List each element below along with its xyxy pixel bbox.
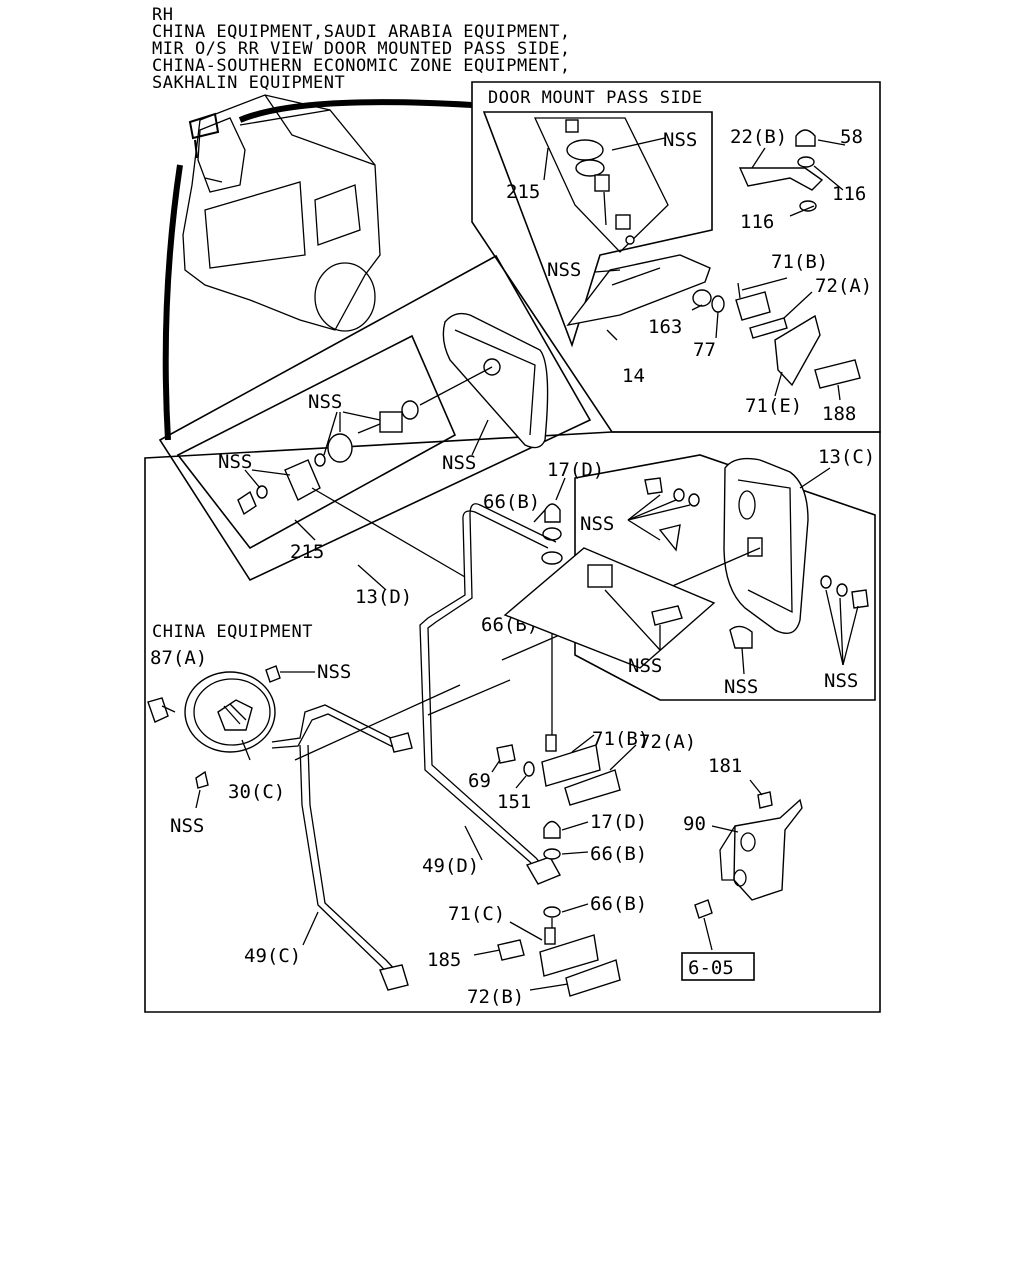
middle-hardware-group: 71(B) 72(A) 69 151 17(D) 66(B) 71(C) 66(… bbox=[427, 728, 696, 1008]
mid-66b-b-label: 66(B) bbox=[590, 893, 647, 915]
china-87a-label: 87(A) bbox=[150, 647, 207, 669]
left-49c-label: 49(C) bbox=[244, 945, 301, 967]
mirror-13d-label: 13(D) bbox=[355, 586, 412, 608]
arm-49d: 49(D) bbox=[419, 503, 561, 885]
mid-185-label: 185 bbox=[427, 949, 461, 971]
door-71b-label: 71(B) bbox=[771, 251, 828, 273]
ref-box bbox=[681, 952, 755, 981]
door-116b-label: 116 bbox=[740, 211, 774, 233]
header-line-3: MIR O/S RR VIEW DOOR MOUNTED PASS SIDE, bbox=[152, 39, 571, 59]
door-77-label: 77 bbox=[693, 339, 716, 361]
right-nss-b-label: NSS bbox=[628, 655, 662, 677]
door-215-label: 215 bbox=[506, 181, 540, 203]
door-71e-label: 71(E) bbox=[745, 395, 802, 417]
mirror-13d-section: NSS NSS NSS 215 13(D) bbox=[158, 254, 592, 608]
mirror-nss-top-label: NSS bbox=[308, 391, 342, 413]
mid-151-label: 151 bbox=[497, 791, 531, 813]
mid-69-label: 69 bbox=[468, 770, 491, 792]
door-nss-label: NSS bbox=[663, 129, 697, 151]
guide-line-1 bbox=[294, 684, 461, 761]
right-nss-d-label: NSS bbox=[824, 670, 858, 692]
bracket-group: 181 90 6-05 bbox=[681, 755, 803, 981]
door-116a-label: 116 bbox=[832, 183, 866, 205]
china-nss-a-label: NSS bbox=[317, 661, 351, 683]
door-188-label: 188 bbox=[822, 403, 856, 425]
mirror-13c-section: 13(C) NSS NSS NSS NSS bbox=[501, 446, 876, 701]
header-line-2: CHINA EQUIPMENT,SAUDI ARABIA EQUIPMENT, bbox=[152, 22, 571, 42]
china-equipment-title: CHINA EQUIPMENT bbox=[152, 622, 313, 642]
br-181-label: 181 bbox=[708, 755, 742, 777]
upper-66b-a-label: 66(B) bbox=[483, 491, 540, 513]
door-nss2-label: NSS bbox=[547, 259, 581, 281]
header-line-5: SAKHALIN EQUIPMENT bbox=[152, 73, 345, 93]
mid-71b-label: 71(B) bbox=[592, 728, 649, 750]
header-line-4: CHINA-SOUTHERN ECONOMIC ZONE EQUIPMENT, bbox=[152, 56, 571, 76]
arm-49c: 49(C) bbox=[244, 744, 409, 991]
br-605-label[interactable]: 6-05 bbox=[688, 957, 734, 979]
mirror-nss-left-label: NSS bbox=[218, 451, 252, 473]
br-90-label: 90 bbox=[683, 813, 706, 835]
door-58-label: 58 bbox=[840, 126, 863, 148]
mid-72b-label: 72(B) bbox=[467, 986, 524, 1008]
right-nss-c-label: NSS bbox=[724, 676, 758, 698]
mid-71c-label: 71(C) bbox=[448, 903, 505, 925]
right-nss-a-label: NSS bbox=[580, 513, 614, 535]
door-72a-label: 72(A) bbox=[815, 275, 872, 297]
right-13c-label: 13(C) bbox=[818, 446, 875, 468]
guide-line-2 bbox=[427, 679, 511, 716]
china-nss-b-label: NSS bbox=[170, 815, 204, 837]
door-mount-section: DOOR MOUNT PASS SIDE bbox=[471, 81, 881, 433]
door-22b-label: 22(B) bbox=[730, 126, 787, 148]
mid-72a-label: 72(A) bbox=[639, 731, 696, 753]
truck-cab-illustration bbox=[182, 94, 381, 332]
mid-66b-a-label: 66(B) bbox=[590, 843, 647, 865]
mirror-215-label: 215 bbox=[290, 541, 324, 563]
leader-curve-top bbox=[238, 99, 473, 123]
leader-curve-left bbox=[162, 164, 183, 441]
china-30c-label: 30(C) bbox=[228, 781, 285, 803]
header-line-1: RH bbox=[152, 5, 173, 25]
mid-17d-label: 17(D) bbox=[590, 811, 647, 833]
mid-49d-label: 49(D) bbox=[422, 855, 479, 877]
door-163-label: 163 bbox=[648, 316, 682, 338]
china-equipment-section: CHINA EQUIPMENT 87(A) NSS 30(C) NSS bbox=[147, 622, 413, 837]
door-mount-title: DOOR MOUNT PASS SIDE bbox=[488, 88, 703, 108]
header-block: RH CHINA EQUIPMENT,SAUDI ARABIA EQUIPMEN… bbox=[152, 5, 571, 93]
door-14-label: 14 bbox=[622, 365, 645, 387]
mirror-nss-right-label: NSS bbox=[442, 452, 476, 474]
